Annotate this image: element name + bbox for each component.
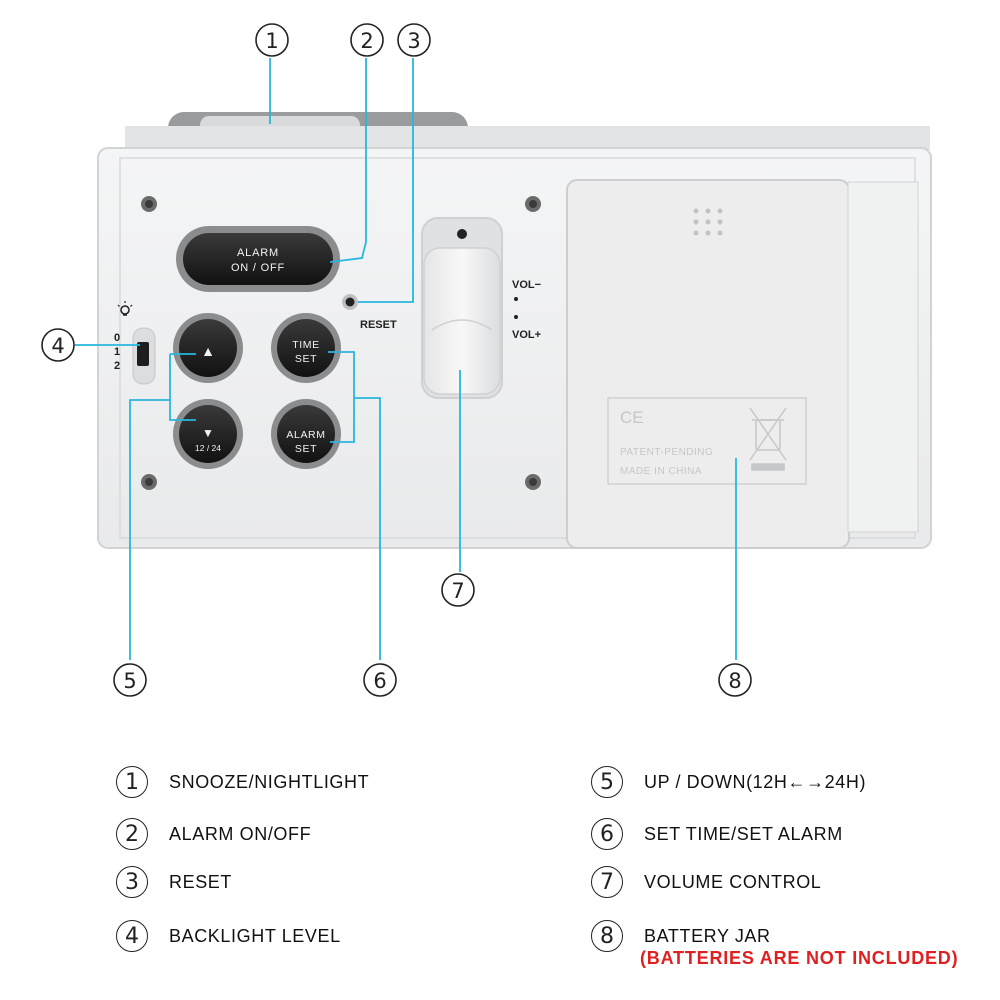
vol-dot — [514, 297, 518, 301]
down-button-sub: 12 / 24 — [195, 443, 221, 453]
battery-cover[interactable] — [566, 179, 919, 549]
svg-text:7: 7 — [451, 579, 464, 603]
up-arrow-icon: ▲ — [201, 343, 215, 359]
battery-warning: (BATTERIES ARE NOT INCLUDED) — [640, 948, 959, 968]
screw — [141, 474, 157, 490]
callout-1: 1 — [255, 23, 289, 57]
reset-hole[interactable] — [342, 294, 358, 310]
reset-label: RESET — [360, 319, 397, 331]
backlight-level-2: 2 — [114, 360, 120, 372]
up-button[interactable]: ▲ — [173, 313, 243, 383]
ce-mark: CE — [620, 408, 644, 427]
screw — [141, 196, 157, 212]
vol-minus-label: VOL− — [512, 279, 541, 291]
callout-6: 6 — [363, 663, 397, 697]
legend-label: BACKLIGHT LEVEL — [169, 926, 341, 946]
alarm-button-line2: ON / OFF — [231, 262, 285, 274]
volume-slider[interactable] — [421, 217, 503, 399]
screw — [525, 474, 541, 490]
legend-number: 7 — [591, 866, 623, 898]
svg-text:1: 1 — [265, 29, 278, 53]
made-in-text: MADE IN CHINA — [620, 466, 702, 477]
svg-text:8: 8 — [728, 669, 741, 693]
alarm-set-line1: ALARM — [286, 429, 325, 441]
legend-number: 5 — [591, 766, 623, 798]
legend-number: 3 — [116, 866, 148, 898]
legend-number: 1 — [116, 766, 148, 798]
legend-label: ALARM ON/OFF — [169, 824, 312, 844]
svg-text:4: 4 — [51, 334, 64, 358]
vent-dots — [693, 208, 723, 236]
weee-bin-icon — [749, 407, 787, 471]
legend-number: 4 — [116, 920, 148, 952]
vol-dot — [514, 315, 518, 319]
svg-text:6: 6 — [373, 669, 386, 693]
legend-label: UP / DOWN(12H←→24H) — [644, 772, 867, 792]
alarm-set-button[interactable]: ALARM SET — [271, 399, 341, 469]
callout-2: 2 — [350, 23, 384, 57]
vol-plus-label: VOL+ — [512, 329, 541, 341]
patent-text: PATENT-PENDING — [620, 447, 713, 458]
time-set-line1: TIME — [292, 339, 319, 351]
callout-4: 4 — [41, 328, 75, 362]
time-set-button[interactable]: TIME SET — [271, 313, 341, 383]
down-arrow-icon: ▼ — [202, 426, 214, 440]
alarm-set-line2: SET — [295, 443, 317, 455]
down-button[interactable]: ▼ 12 / 24 — [173, 399, 243, 469]
bulb-icon — [117, 301, 133, 316]
legend-label: SET TIME/SET ALARM — [644, 824, 843, 844]
time-set-line2: SET — [295, 353, 317, 365]
legend-label: VOLUME CONTROL — [644, 872, 822, 892]
callout-3: 3 — [397, 23, 431, 57]
svg-text:2: 2 — [360, 29, 373, 53]
alarm-button-line1: ALARM — [237, 247, 279, 259]
backlight-level-0: 0 — [114, 332, 120, 344]
legend-number: 2 — [116, 818, 148, 850]
svg-text:3: 3 — [407, 29, 420, 53]
legend-label: BATTERY JAR — [644, 926, 771, 946]
callout-5: 5 — [113, 663, 147, 697]
callout-8: 8 — [718, 663, 752, 697]
backlight-switch[interactable] — [132, 327, 156, 385]
legend-number: 6 — [591, 818, 623, 850]
backlight-level-1: 1 — [114, 346, 120, 358]
svg-text:5: 5 — [123, 669, 136, 693]
leader-lines — [75, 58, 737, 660]
alarm-onoff-button[interactable]: ALARM ON / OFF — [176, 226, 340, 292]
callout-7: 7 — [441, 573, 475, 607]
legend-label: RESET — [169, 872, 233, 892]
legend-label: SNOOZE/NIGHTLIGHT — [169, 772, 370, 792]
screw — [525, 196, 541, 212]
legend-number: 8 — [591, 920, 623, 952]
certification-label: CE PATENT-PENDING MADE IN CHINA — [607, 397, 807, 485]
